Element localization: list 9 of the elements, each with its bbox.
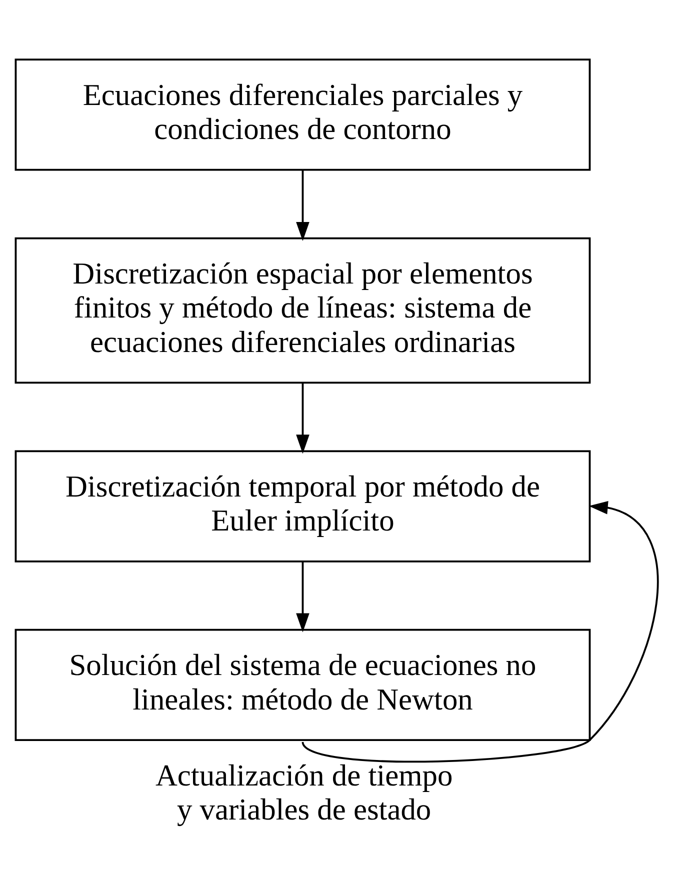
node-box: Discretización espacial por elementos finitos y método de líneas: sistema de ecuaciones diferenciales ordinarias xyxy=(14,236,591,384)
node-box: Ecuaciones diferenciales parciales y condiciones de contorno xyxy=(14,58,591,170)
arrow xyxy=(296,561,310,632)
arrow xyxy=(302,500,659,762)
arrow xyxy=(296,382,310,454)
arrow xyxy=(296,170,310,241)
node-box: Discretización temporal por método de Euler implícito xyxy=(14,450,591,562)
node-box: Solución del sistema de ecuaciones no lineales: método de Newton xyxy=(14,628,591,741)
edge-label: Actualización de tiempo y variables de estado xyxy=(155,758,453,826)
